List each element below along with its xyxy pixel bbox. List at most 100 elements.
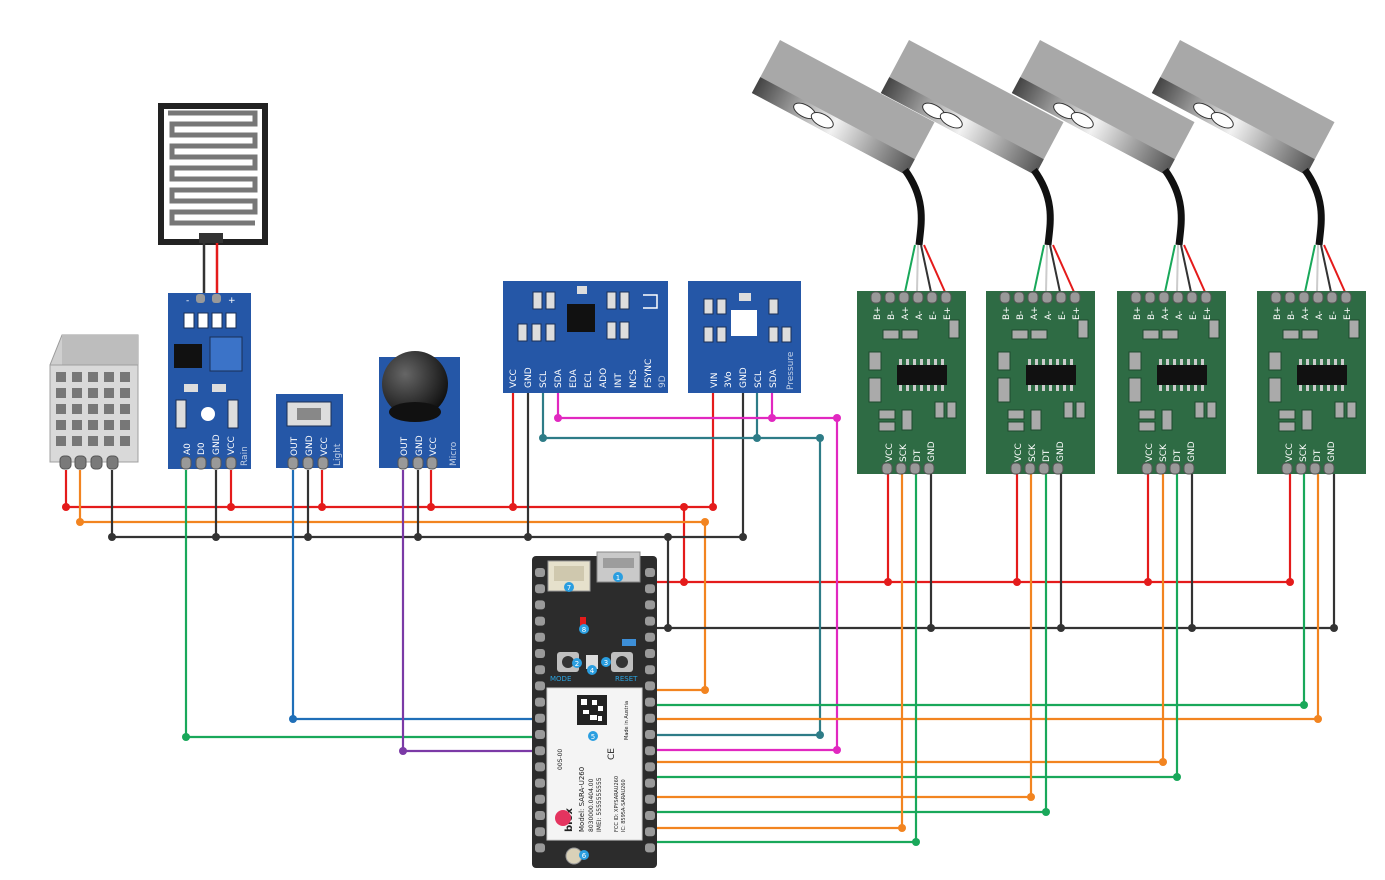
light-pin-out: OUT: [290, 436, 300, 456]
board-pin-left: [535, 616, 545, 626]
hx711-pin-header: [1309, 462, 1321, 475]
hx711-top-pin: A+: [1301, 306, 1311, 320]
dht-sensor: [49, 334, 139, 470]
hx711-bottom-pin: GND: [1056, 441, 1066, 462]
rain-pin-vcc: VCC: [227, 436, 237, 455]
hx711-pin-header: [1155, 462, 1167, 475]
micro-pin-gnd: GND: [415, 435, 425, 456]
hx711-bottom-pin: GND: [927, 441, 937, 462]
rain-plate-pin-minus: -: [186, 296, 189, 306]
board-pin-right: [645, 811, 655, 820]
micro-pin-out: OUT: [400, 436, 410, 456]
hx711-unit: B+ B- A+ A- E- E+ VCC SCK DT GND: [1011, 40, 1226, 475]
hx711-pin-header: [1295, 462, 1307, 475]
imu-pin-ncs: NCS: [629, 369, 639, 388]
board-pin-headers: [535, 568, 655, 853]
badge-3: 3: [604, 659, 608, 667]
imu-pin-scl: SCL: [539, 371, 549, 388]
board-pin-right: [645, 713, 655, 723]
hx711-bottom-pin: VCC: [885, 443, 895, 462]
rain-module: - + A0 D0 GND VCC Rain: [168, 293, 251, 470]
badge-8: 8: [582, 626, 586, 634]
rain-module-name: Rain: [240, 446, 250, 466]
load-cell: [880, 40, 1064, 176]
imu-pin-ecl: ECL: [584, 371, 594, 388]
board-pin-right: [645, 730, 655, 739]
imu-pin-gnd: GND: [524, 367, 534, 388]
wire-green-hx1: [654, 474, 918, 844]
pressure-module: VIN 3Vo GND SCL SDA Pressure: [688, 281, 801, 393]
modem-code: 00S-00: [557, 749, 564, 770]
hx711-top-pin: E+: [1203, 307, 1213, 320]
board-pin-right: [645, 697, 655, 707]
pressure-pin-scl: SCL: [754, 371, 764, 388]
imu-pin-int: INT: [614, 373, 624, 388]
hx711-top-pin: B+: [1002, 306, 1012, 320]
imu-pin-eda: EDA: [569, 369, 579, 388]
hx711-pin-header: [1281, 462, 1293, 475]
hx711-top-pin: A-: [1044, 311, 1054, 320]
hx711-pin-header: [895, 462, 907, 475]
hx711-top-pin: B-: [1016, 311, 1026, 320]
board-pin-right: [645, 584, 655, 594]
hx711-top-pin: A+: [1161, 306, 1171, 320]
mode-label: MODE: [550, 675, 571, 683]
wire-junctions: [62, 414, 1338, 846]
board-pin-left: [535, 665, 545, 675]
board-pin-left: [535, 713, 545, 723]
board-pin-left: [535, 568, 545, 577]
board-pin-left: [535, 746, 545, 756]
board-pin-left: [535, 632, 545, 642]
hx711-pin-header: [1052, 462, 1064, 475]
hx711-top-pin: E+: [1072, 307, 1082, 320]
pressure-pin-sda: SDA: [769, 369, 779, 388]
modem-imei: IMEI: 5555555555: [596, 777, 603, 832]
pressure-module-name: Pressure: [786, 351, 796, 390]
board-pin-left: [535, 697, 545, 707]
load-cell: [1151, 40, 1335, 176]
hx711-bottom-pin: DT: [1173, 449, 1183, 462]
modem-made: Made in Austria: [624, 701, 630, 740]
badge-5: 5: [591, 733, 595, 741]
electron-board: MODE RESET blox Model: SARA-U260 8030000…: [532, 551, 657, 868]
hx711-bottom-pin: DT: [1042, 449, 1052, 462]
board-pin-right: [645, 568, 655, 577]
rain-pin-a0: A0: [183, 443, 193, 455]
board-pin-right: [645, 681, 655, 691]
imu-module: VCC GND SCL SDA EDA ECL ADO INT NCS FSYN…: [503, 281, 668, 393]
hx711-pin-header: [909, 462, 921, 475]
micro-sensor: OUT GND VCC Micro: [379, 351, 460, 470]
board-pin-left: [535, 730, 545, 739]
load-cell: [1011, 40, 1195, 176]
reset-label: RESET: [615, 675, 638, 683]
hx711-top-pin: B+: [873, 306, 883, 320]
board-pin-right: [645, 665, 655, 675]
board-pin-right: [645, 827, 655, 837]
hx711-bottom-pin: SCK: [1028, 443, 1038, 462]
imu-pin-sda: SDA: [554, 369, 564, 388]
wire-green-rain: [184, 470, 540, 739]
rain-pin-gnd: GND: [212, 434, 222, 455]
board-pin-left: [535, 778, 545, 788]
badge-4: 4: [590, 667, 595, 675]
badge-2: 2: [575, 660, 579, 668]
modem-serial: 8030000.0404.00: [588, 778, 595, 832]
imu-pin-fsync: FSYNC: [644, 359, 654, 388]
board-pin-left: [535, 827, 545, 837]
hx711-bottom-pin: VCC: [1014, 443, 1024, 462]
hx711-top-pin: E-: [1058, 311, 1068, 320]
hx711-pin-header: [923, 462, 935, 475]
board-pin-left: [535, 843, 545, 853]
pressure-pin-vin: VIN: [710, 372, 720, 388]
hx711-pin-header: [1183, 462, 1195, 475]
board-pin-left: [535, 811, 545, 820]
light-pin-gnd: GND: [305, 435, 315, 456]
modem-model: Model: SARA-U260: [578, 767, 586, 832]
board-pin-left: [535, 762, 545, 772]
hx711-pin-header: [1323, 462, 1335, 475]
hx711-top-pin: B+: [1133, 306, 1143, 320]
